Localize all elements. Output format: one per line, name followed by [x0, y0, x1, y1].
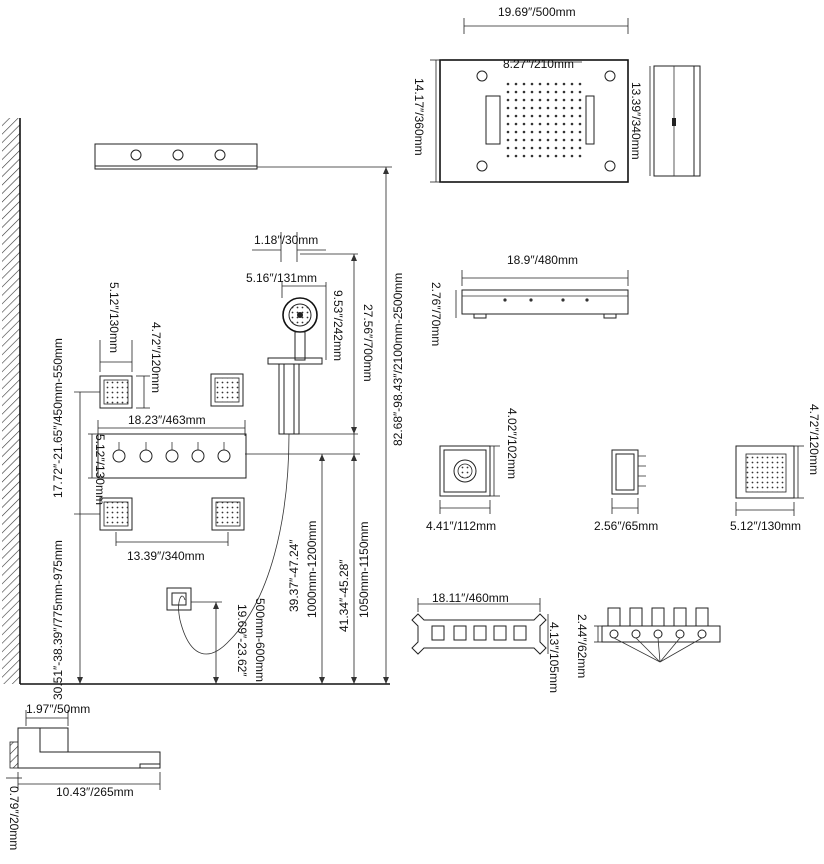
outlet-height-label: 19.69″-23.62″ [235, 604, 249, 677]
hand-offset-label: 1.18″/30mm [254, 233, 318, 247]
detail-c-width-label: 5.12″/130mm [730, 519, 801, 533]
rain-inner-width-label: 8.27″/210mm [503, 57, 574, 71]
hose-length-dimension: 39.37″-47.24″ 1000mm-1200mm [287, 454, 325, 684]
jet-spacing-vertical-label: 17.72″-21.65″/450mm-550mm [51, 338, 65, 498]
wall [2, 118, 21, 684]
detail-jet-side: 2.56″/65mm [594, 449, 658, 533]
valve-depth-label: 2.44″/62mm [575, 614, 589, 678]
valve-height-mm-label: 1050mm-1150mm [357, 522, 371, 618]
jet-width-label: 5.12″/130mm [107, 282, 121, 353]
panel-floor-dimension: 30.51″-38.39″/775mm-975mm [51, 514, 83, 700]
panel-width-label: 18.23″/463mm [128, 413, 206, 427]
rain-head-top-view: 19.69″/500mm 8.27″/210mm 14.17″/360mm [412, 5, 629, 183]
spout-depth-label: 1.97″/50mm [26, 702, 90, 716]
hand-width-label: 5.16″/131mm [246, 271, 317, 285]
slide-bar-label: 27.56″/700mm [361, 304, 375, 382]
jet-spacing-horizontal-label: 13.39″/340mm [127, 549, 205, 563]
valve-body-side: 2.44″/62mm [575, 607, 721, 678]
rain-side-thickness-label: 2.76″/70mm [429, 282, 443, 346]
detail-square-jet: 4.72″/120mm 5.12″/130mm [730, 404, 821, 533]
panel-floor-label: 30.51″-38.39″/775mm-975mm [51, 540, 65, 700]
spout-thickness-label: 0.79″/20mm [7, 786, 21, 850]
hand-shower: 1.18″/30mm 5.16″/131mm 9.53″/242mm 27.56… [178, 232, 375, 655]
valve-panel: 18.23″/463mm 5.12″/130mm [88, 413, 247, 505]
detail-a-height-label: 4.02″/102mm [505, 408, 519, 479]
detail-c-height-label: 4.72″/120mm [807, 404, 821, 475]
rain-height-label: 14.17″/360mm [412, 78, 426, 156]
detail-round-jet: 4.02″/102mm 4.41″/112mm [426, 408, 519, 533]
total-height-label: 82.68″-98.43″/2100mm-2500mm [391, 273, 405, 446]
spout-length-label: 10.43″/265mm [56, 785, 134, 799]
panel-height-label: 5.12″/130mm [93, 434, 107, 505]
valve-cover-plate: 18.11″/460mm 4.13″/105mm [411, 591, 561, 693]
detail-b-width-label: 2.56″/65mm [594, 519, 658, 533]
ceiling-rain-head-side [94, 143, 392, 170]
cover-width-label: 18.11″/460mm [432, 591, 509, 605]
total-height-dimension: 82.68″-98.43″/2100mm-2500mm [383, 167, 405, 684]
valve-height-dimension: 41.34″-45.28″ 1050mm-1150mm [245, 434, 371, 684]
rain-width-label: 19.69″/500mm [498, 5, 576, 19]
hose-length-label: 39.37″-47.24″ [287, 539, 301, 612]
rain-side-height-label: 13.39″/340mm [629, 82, 643, 160]
hose-length-mm-label: 1000mm-1200mm [305, 521, 319, 618]
hand-length-label: 9.53″/242mm [331, 290, 345, 361]
detail-a-width-label: 4.41″/112mm [426, 519, 496, 533]
wall-outlet: 19.69″-23.62″ 500mm-600mm [166, 587, 267, 684]
outlet-height-mm-label: 500mm-600mm [253, 598, 267, 682]
jet-height-label: 4.72″/120mm [149, 322, 163, 393]
valve-height-label: 41.34″-45.28″ [337, 559, 351, 632]
tub-spout: 1.97″/50mm 10.43″/265mm 0.79″/20mm [6, 702, 161, 850]
rain-head-side-view: 13.39″/340mm [629, 65, 701, 177]
rain-side-length-label: 18.9″/480mm [507, 253, 578, 267]
body-jets: 5.12″/130mm 4.72″/120mm 17.72″-21.65″/45… [51, 282, 245, 563]
cover-height-label: 4.13″/105mm [547, 622, 561, 693]
rain-head-front-view: 18.9″/480mm 2.76″/70mm [429, 253, 629, 346]
